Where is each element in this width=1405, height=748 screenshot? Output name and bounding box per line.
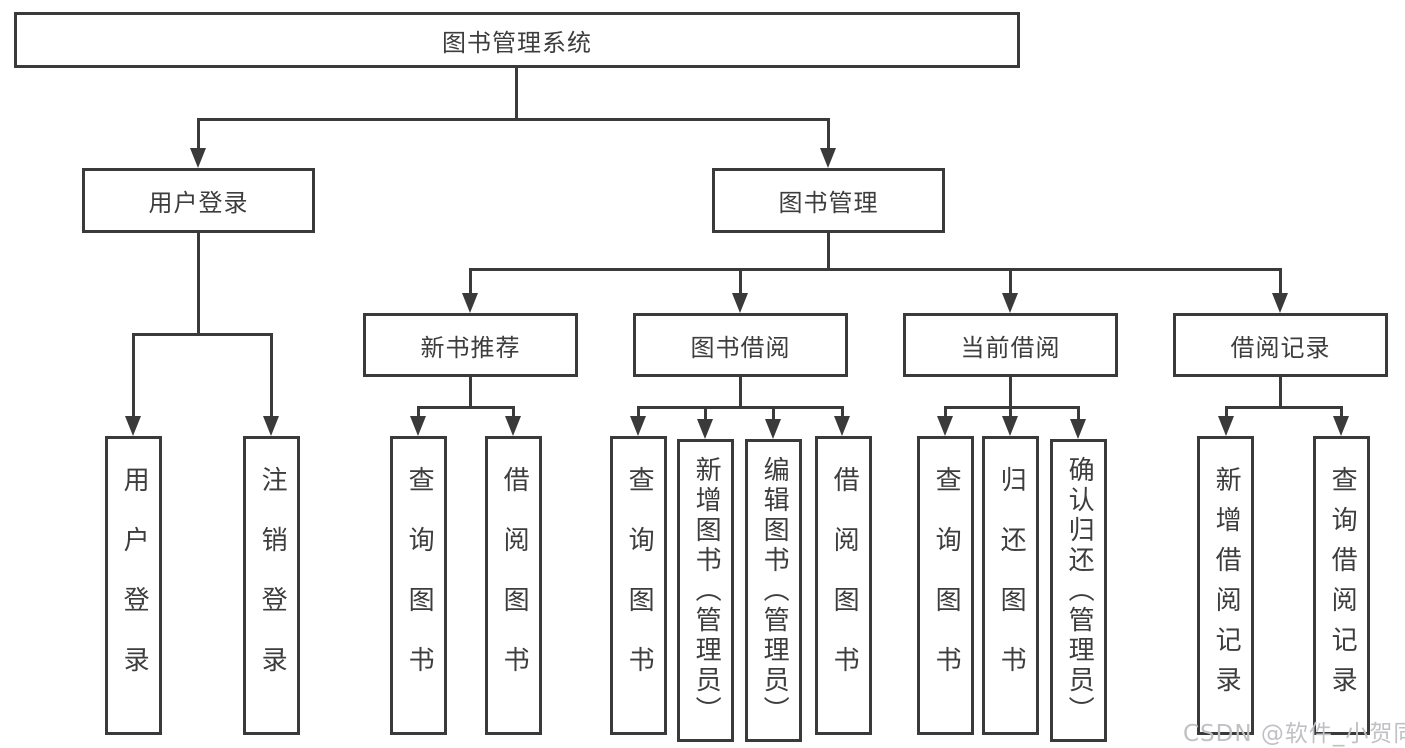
leaf-add-books-admin: 新增图书（管理员）: [677, 439, 734, 742]
arrowhead-down-icon: [1002, 293, 1018, 313]
node-label: 查询图书: [931, 465, 962, 706]
connector-drop: [739, 269, 742, 295]
arrowhead-down-icon: [630, 416, 646, 436]
connector-cat-bar: [1225, 406, 1343, 409]
connector-drop: [1009, 269, 1012, 295]
arrowhead-down-icon: [263, 416, 279, 436]
node-label: 注销登录: [257, 465, 288, 706]
leaf-confirm-return-admin: 确认归还（管理员）: [1050, 439, 1107, 742]
leaf-return-books: 归还图书: [982, 436, 1039, 735]
leaf-borrow-books: 借阅图书: [485, 436, 542, 735]
connector-drop: [270, 334, 273, 416]
connector-drop: [1340, 407, 1343, 418]
leaf-add-borrow-record: 新增借阅记录: [1197, 436, 1254, 735]
arrowhead-down-icon: [820, 148, 836, 168]
node-label: 新增借阅记录: [1211, 465, 1242, 706]
connector-root-bar: [197, 118, 830, 121]
connector-drop: [417, 407, 420, 418]
arrowhead-down-icon: [1218, 416, 1234, 436]
connector-mgmt-stem: [827, 233, 830, 270]
leaf-user-login: 用户登录: [105, 436, 162, 735]
node-label: 借阅图书: [829, 465, 860, 706]
csdn-watermark: CSDN @软件_小贺同学: [1183, 721, 1405, 747]
connector-drop: [132, 334, 135, 416]
leaf-query-books: 查询图书: [610, 436, 667, 735]
arrowhead-down-icon: [1002, 416, 1018, 436]
node-label: 用户登录: [119, 465, 150, 706]
node-label: 查询借阅记录: [1327, 465, 1358, 706]
node-label: 编辑图书（管理员）: [759, 455, 790, 726]
node-label: 借阅记录: [1230, 333, 1331, 362]
arrowhead-down-icon: [1333, 416, 1349, 436]
connector-cat-stem: [1009, 377, 1012, 408]
arrowhead-down-icon: [505, 416, 521, 436]
connector-drop: [637, 407, 640, 418]
arrowhead-down-icon: [937, 416, 953, 436]
connector-cat-stem: [739, 377, 742, 408]
connector-drop: [197, 119, 200, 150]
connector-login-bar: [132, 333, 273, 336]
connector-drop: [1225, 407, 1228, 418]
node-label: 归还图书: [996, 465, 1027, 706]
node-user-login: 用户登录: [82, 168, 315, 233]
connector-login-stem: [197, 233, 200, 335]
connector-cat-stem: [469, 377, 472, 408]
leaf-query-books: 查询图书: [917, 436, 974, 735]
node-new-book-recommend: 新书推荐: [363, 313, 578, 377]
node-label: 查询图书: [404, 465, 435, 706]
connector-drop: [841, 407, 844, 418]
connector-drop: [1077, 407, 1080, 421]
arrowhead-down-icon: [732, 293, 748, 313]
leaf-borrow-books: 借阅图书: [815, 436, 872, 735]
connector-drop: [704, 407, 707, 421]
node-label: 查询图书: [624, 465, 655, 706]
connector-cat-bar: [417, 406, 515, 409]
connector-drop: [772, 407, 775, 421]
node-label: 图书管理系统: [442, 28, 592, 57]
arrowhead-down-icon: [410, 416, 426, 436]
connector-drop: [469, 269, 472, 295]
node-label: 用户登录: [148, 189, 249, 217]
arrowhead-down-icon: [1272, 293, 1288, 313]
arrowhead-down-icon: [125, 416, 141, 436]
connector-drop: [944, 407, 947, 418]
arrowhead-down-icon: [834, 416, 850, 436]
arrowhead-down-icon: [190, 148, 206, 168]
node-label: 图书管理: [778, 189, 879, 217]
leaf-edit-books-admin: 编辑图书（管理员）: [745, 439, 802, 742]
connector-drop: [1009, 407, 1012, 418]
leaf-query-borrow-record: 查询借阅记录: [1313, 436, 1370, 735]
connector-drop: [827, 119, 830, 150]
arrowhead-down-icon: [1070, 419, 1086, 439]
node-label: 新增图书（管理员）: [691, 455, 722, 726]
arrowhead-down-icon: [697, 419, 713, 439]
connector-cat-stem: [1279, 377, 1282, 408]
node-library-management-system: 图书管理系统: [14, 12, 1020, 68]
node-book-management: 图书管理: [712, 168, 945, 233]
node-current-borrow: 当前借阅: [903, 313, 1118, 377]
connector-cat-bar: [944, 406, 1080, 409]
node-label: 借阅图书: [499, 465, 530, 706]
connector-mgmt-bar: [469, 268, 1282, 271]
leaf-query-books: 查询图书: [390, 436, 447, 735]
leaf-logout: 注销登录: [243, 436, 300, 735]
arrowhead-down-icon: [765, 419, 781, 439]
connector-root-stem: [515, 68, 518, 120]
node-label: 图书借阅: [690, 333, 791, 362]
node-borrow-records: 借阅记录: [1173, 313, 1388, 377]
arrowhead-down-icon: [462, 293, 478, 313]
node-label: 确认归还（管理员）: [1064, 455, 1095, 726]
node-book-borrow: 图书借阅: [633, 313, 848, 377]
node-label: 新书推荐: [420, 333, 521, 362]
node-label: 当前借阅: [960, 333, 1061, 362]
connector-cat-bar: [637, 406, 844, 409]
connector-drop: [1279, 269, 1282, 295]
connector-drop: [512, 407, 515, 418]
